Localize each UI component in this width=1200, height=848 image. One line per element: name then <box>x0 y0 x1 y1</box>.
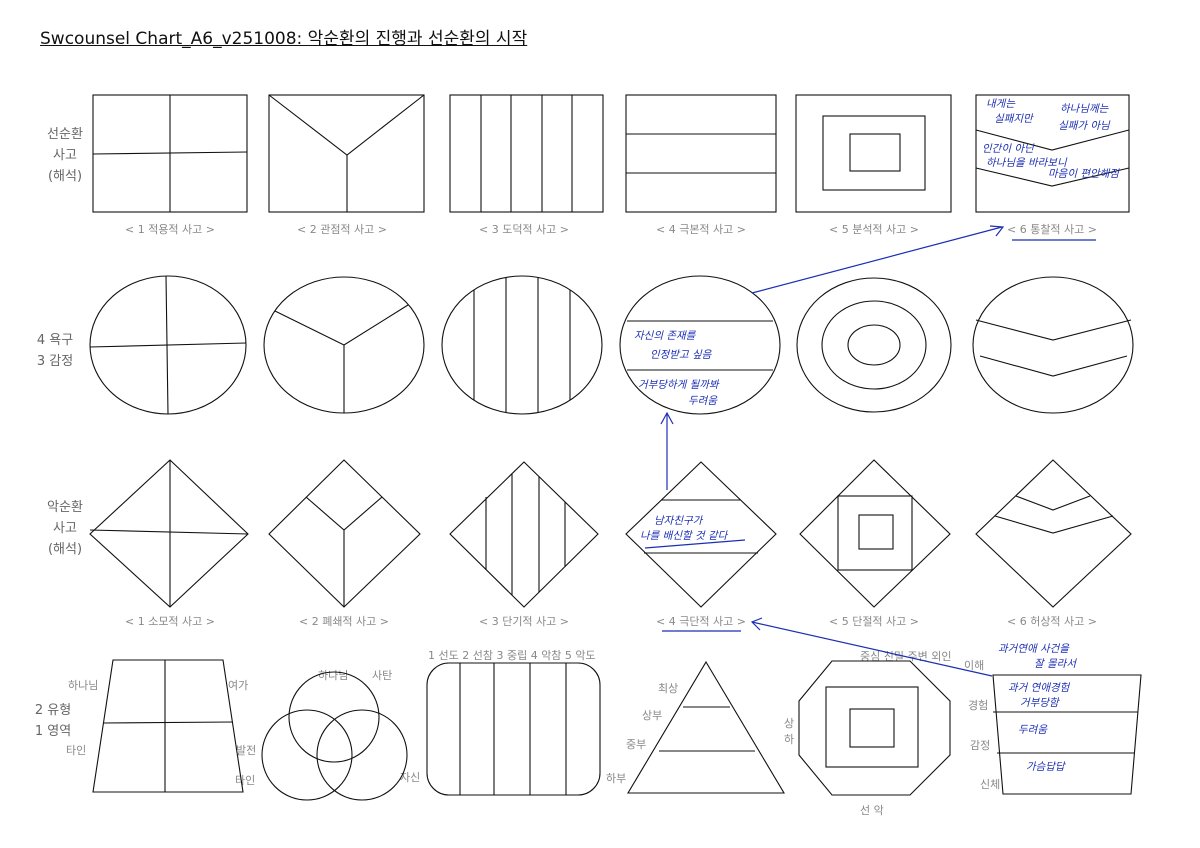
hand-insight-1c: 하나님께는 <box>1060 103 1109 115</box>
hand-area-3: 과거 연애경험 <box>1008 682 1070 694</box>
hand-area-6: 가슴답답 <box>1026 761 1065 773</box>
row-label-types: 2 유형 1 영역 <box>34 703 72 739</box>
trap-label-hananim: 하나님 <box>68 679 99 692</box>
row-label-needs: 4 욕구 3 감정 <box>36 333 74 369</box>
pen-stroke <box>644 539 746 549</box>
caption-vicious-5: < 5 단절적 사고 > <box>828 615 920 628</box>
venn-label-jasin: 자신 <box>400 771 421 784</box>
shape-venn <box>261 671 408 801</box>
hand-area-5: 두려움 <box>1018 724 1047 736</box>
oct-label-bottom: 선 악 <box>860 804 884 817</box>
hand-area-2: 잘 몰라서 <box>1034 658 1076 670</box>
shape-ellipse-3 <box>441 275 603 415</box>
caption-virtuous-5: < 5 분석적 사고 > <box>828 223 920 236</box>
shape-triangle <box>627 660 785 794</box>
row-label-virtuous: 선순환 사고 (해석) <box>47 127 83 184</box>
shape-diamond-3 <box>449 461 599 608</box>
trap2-label-gyeongheom: 경험 <box>968 699 989 712</box>
shape-script-rect <box>625 94 777 213</box>
trap2-label-ihae: 이해 <box>964 659 985 672</box>
tri-label-jungbu: 중부 <box>626 738 647 751</box>
shape-diamond-2 <box>268 459 421 608</box>
hand-insight-1b: 실패지만 <box>994 113 1033 125</box>
shape-trapezoid-inverted <box>992 674 1142 795</box>
caption-virtuous-1: < 1 적용적 사고 > <box>124 223 216 236</box>
caption-virtuous-2: < 2 관점적 사고 > <box>296 223 388 236</box>
caption-vicious-2: < 2 폐쇄적 사고 > <box>298 615 390 628</box>
shape-ellipse-5 <box>796 277 952 413</box>
hand-vicious-2: 나를 배신할 것 같다 <box>640 530 728 542</box>
tri-label-sangbu: 상부 <box>642 709 663 722</box>
tri-label-choesang: 최상 <box>658 682 679 695</box>
shape-analytic-rect <box>795 94 952 213</box>
trap2-label-gamjeong: 감정 <box>970 739 991 752</box>
shape-moral-rect <box>449 94 604 213</box>
shape-ellipse-4 <box>619 275 781 415</box>
shape-diamond-6 <box>975 459 1132 608</box>
shape-insight-rect <box>975 94 1130 213</box>
rounded-header: 1 선도 2 선참 3 중립 4 악참 5 악도 <box>428 649 596 662</box>
caption-vicious-6: < 6 허상적 사고 > <box>1006 615 1098 628</box>
trap-label-baljeon: 발전 <box>236 744 257 757</box>
hand-area-1: 과거연애 사건을 <box>998 643 1069 655</box>
arrow-need-to-insight <box>751 226 1003 294</box>
caption-virtuous-6: < 6 통찰적 사고 > <box>1006 223 1098 236</box>
pen-annotations <box>644 225 1096 677</box>
caption-vicious-4: < 4 극단적 사고 > <box>655 615 747 628</box>
arrowhead-need <box>660 411 674 425</box>
hand-area-4: 거부당함 <box>1020 697 1059 709</box>
shape-octagon <box>798 660 951 796</box>
trap-label-tain: 타인 <box>66 744 87 757</box>
shape-ellipse-2 <box>263 276 425 414</box>
hand-need-3: 거부당하게 될까봐 <box>638 379 719 391</box>
hand-insight-2c: 마음이 편안해짐 <box>1048 168 1119 180</box>
caption-vicious-3: < 3 단기적 사고 > <box>478 615 570 628</box>
arrow-area-to-extreme <box>751 621 993 677</box>
shape-diamond-4 <box>625 461 777 608</box>
shape-trapezoid <box>92 659 244 793</box>
shape-ellipse-1 <box>89 275 247 415</box>
hand-vicious-1: 남자친구가 <box>654 515 703 527</box>
venn-label-satan: 사탄 <box>372 669 393 682</box>
caption-virtuous-3: < 3 도덕적 사고 > <box>478 223 570 236</box>
hand-need-4: 두려움 <box>688 395 717 407</box>
arrowhead-insight <box>989 225 1005 237</box>
oct-label-ha: 하 <box>784 733 795 746</box>
shape-diamond-1 <box>89 459 249 608</box>
caption-virtuous-4: < 4 극본적 사고 > <box>655 223 747 236</box>
hand-insight-1a: 내게는 <box>986 98 1015 110</box>
shape-ellipse-6 <box>972 276 1134 414</box>
shape-rounded-rect <box>426 662 601 796</box>
hand-insight-1d: 실패가 아님 <box>1058 120 1110 132</box>
venn-label-tain: 타인 <box>235 774 256 787</box>
hand-insight-2b: 하나님을 바라보니 <box>986 157 1067 169</box>
page-title: Swcounsel Chart_A6_v251008: 악순환의 진행과 선순환… <box>40 29 528 49</box>
hand-need-1: 자신의 존재를 <box>634 330 696 342</box>
trap2-label-sinche: 신체 <box>980 778 1001 791</box>
hand-need-2: 인정받고 싶음 <box>650 349 712 361</box>
shape-perspective-rect <box>268 94 425 213</box>
caption-vicious-1: < 1 소모적 사고 > <box>124 615 216 628</box>
row-label-vicious: 악순환 사고 (해석) <box>47 500 83 557</box>
shape-diamond-5 <box>799 459 951 608</box>
trap-label-yeoga: 여가 <box>228 679 249 692</box>
shape-applied-rect <box>92 94 248 213</box>
oct-label-sang: 상 <box>784 717 795 730</box>
tri-label-habu: 하부 <box>606 772 627 785</box>
hand-insight-2a: 인간이 아닌 <box>982 143 1034 155</box>
arrowhead-extreme <box>750 617 763 631</box>
